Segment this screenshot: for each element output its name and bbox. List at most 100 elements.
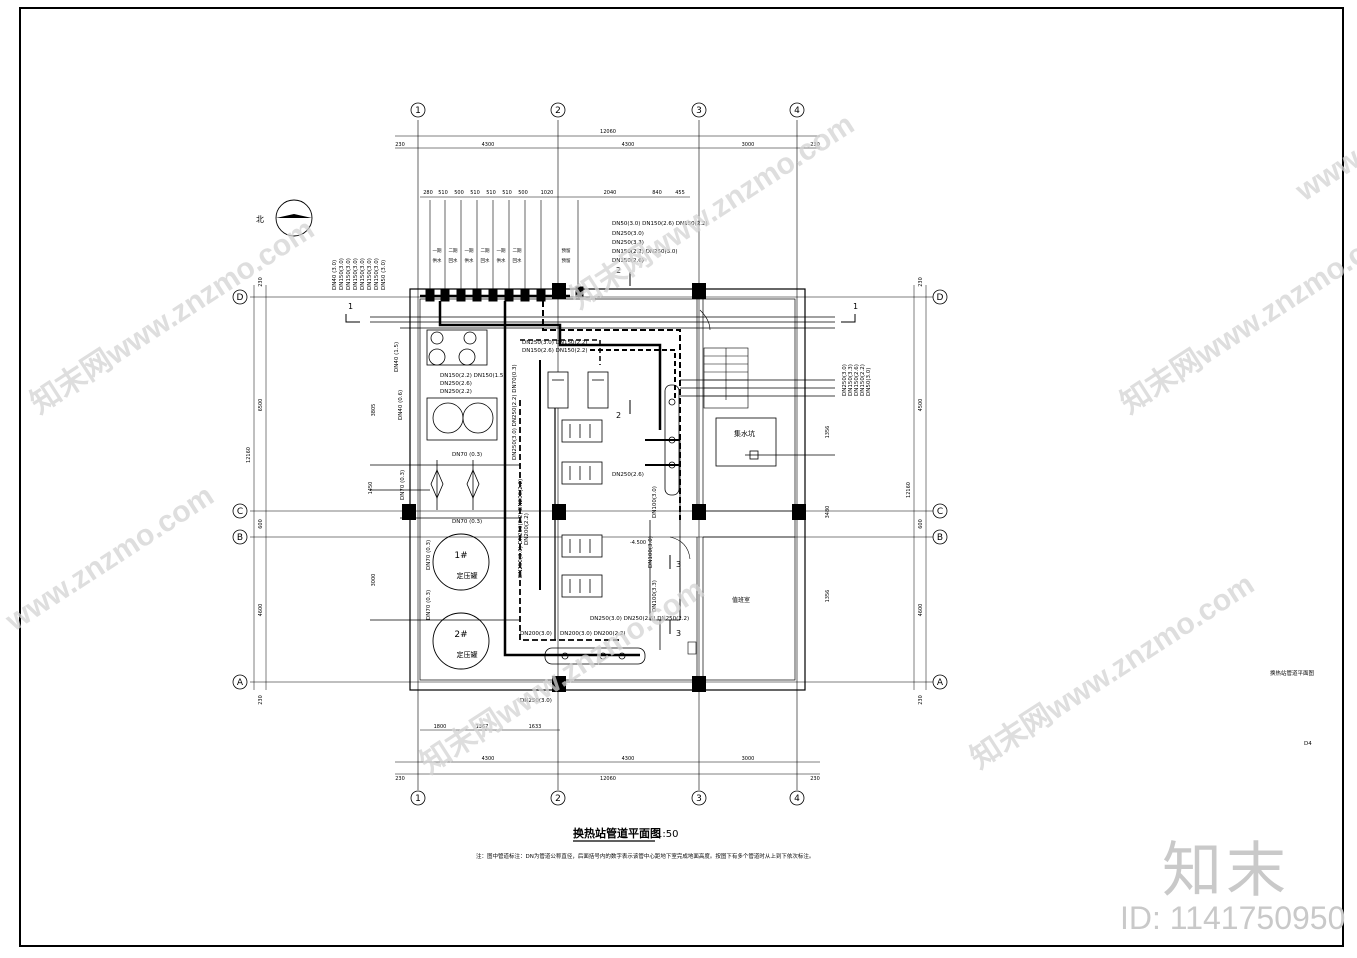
stair xyxy=(699,309,749,409)
drawing-note: 注：图中管道标注：DN为管道公称直径，后面括号内的数字表示该管中心距地下室完成地… xyxy=(476,852,814,860)
svg-text:1020: 1020 xyxy=(541,190,554,196)
svg-text:1356: 1356 xyxy=(825,426,831,439)
svg-text:DN250(3.0) DN250(2.2) DN200(2.: DN250(3.0) DN250(2.2) DN200(2.2) xyxy=(518,479,524,578)
svg-text:DN200(3.0): DN200(3.0) xyxy=(520,631,552,637)
pressure-tanks xyxy=(432,533,490,670)
svg-text:3000: 3000 xyxy=(371,574,377,587)
svg-text:1: 1 xyxy=(853,302,858,311)
grid-axes xyxy=(250,120,935,790)
svg-text:二期: 二期 xyxy=(513,248,522,254)
axis-col-label: 3 xyxy=(696,794,702,804)
svg-text:定压罐: 定压罐 xyxy=(457,571,478,580)
svg-text:DN150(2.2): DN150(2.2) xyxy=(860,364,866,396)
north-label: 北 xyxy=(256,215,264,224)
svg-text:12160: 12160 xyxy=(906,482,912,498)
svg-text:600: 600 xyxy=(258,519,264,529)
svg-text:DN150(3.0): DN150(3.0) xyxy=(339,258,345,290)
axis-row-label: D xyxy=(237,293,244,303)
svg-text:840: 840 xyxy=(652,190,662,196)
svg-text:定压罐: 定压罐 xyxy=(457,650,478,659)
svg-text:回水: 回水 xyxy=(513,257,522,264)
svg-text:DN250(3.0) DN150(2.2): DN250(3.0) DN150(2.2) xyxy=(522,340,588,346)
svg-text:600: 600 xyxy=(918,519,924,529)
sheet-border xyxy=(19,7,1344,947)
svg-text:510: 510 xyxy=(502,190,512,196)
svg-text:DN150(2.6): DN150(2.6) xyxy=(612,258,644,264)
resource-id: ID: 1141750950 xyxy=(1120,900,1346,936)
svg-text:12160: 12160 xyxy=(246,447,252,463)
svg-text:4300: 4300 xyxy=(622,142,635,148)
svg-text:4500: 4500 xyxy=(918,399,924,412)
svg-text:供水: 供水 xyxy=(433,257,442,264)
axis-row-label: D xyxy=(937,293,944,303)
svg-text:4300: 4300 xyxy=(482,142,495,148)
svg-text:230: 230 xyxy=(810,142,820,148)
svg-text:DN250(3.3): DN250(3.3) xyxy=(612,240,644,246)
dimension-lines xyxy=(253,135,927,775)
svg-text:DN70 (0.3): DN70 (0.3) xyxy=(426,540,432,570)
svg-text:供水: 供水 xyxy=(497,257,506,264)
svg-text:3480: 3480 xyxy=(825,506,831,519)
svg-text:DN250(3.0): DN250(3.0) xyxy=(612,231,644,237)
axis-bubbles xyxy=(232,102,948,806)
svg-text:4300: 4300 xyxy=(622,756,635,762)
svg-text:DN100(3.0): DN100(3.0) xyxy=(652,486,658,518)
axis-row-label: B xyxy=(237,533,243,543)
section-mark-labels: 1 1 2 2 3 3 xyxy=(348,266,858,638)
svg-text:DN70 (0.3): DN70 (0.3) xyxy=(400,470,406,500)
pumps xyxy=(547,371,609,598)
svg-text:DN250(2.6): DN250(2.6) xyxy=(612,472,644,478)
svg-text:DN250(3.0): DN250(3.0) xyxy=(842,364,848,396)
svg-text:DN70 (0.3): DN70 (0.3) xyxy=(452,452,482,458)
axis-row-label: A xyxy=(237,678,244,688)
svg-text:DN250(3.0): DN250(3.0) xyxy=(520,698,552,704)
svg-text:DN150(3.0): DN150(3.0) xyxy=(353,258,359,290)
svg-text:2040: 2040 xyxy=(604,190,617,196)
svg-text:DN100(3.3): DN100(3.3) xyxy=(652,580,658,612)
axis-row-label: C xyxy=(937,507,943,517)
axis-row-label: C xyxy=(237,507,243,517)
svg-text:一期: 一期 xyxy=(465,248,474,254)
svg-text:12060: 12060 xyxy=(600,776,616,782)
svg-text:一期: 一期 xyxy=(433,248,442,254)
drawing-title: 换热站管道平面图 xyxy=(573,826,661,840)
svg-text:4600: 4600 xyxy=(258,604,264,617)
svg-text:280: 280 xyxy=(423,190,433,196)
axis-row-label: B xyxy=(937,533,943,543)
svg-text:DN150(3.0): DN150(3.0) xyxy=(367,258,373,290)
tank-labels: 1# 定压罐 2# 定压罐 xyxy=(454,551,477,659)
svg-text:6500: 6500 xyxy=(258,399,264,412)
svg-text:4300: 4300 xyxy=(482,756,495,762)
svg-text:230: 230 xyxy=(258,695,264,705)
sump-pit xyxy=(715,417,777,467)
duty-room-label: 值班室 xyxy=(732,596,750,604)
distributor-vessels xyxy=(544,384,680,665)
heat-exchanger-units xyxy=(426,329,498,441)
north-arrow: 北 xyxy=(256,199,313,237)
svg-text:DN70 (0.3): DN70 (0.3) xyxy=(426,590,432,620)
svg-text:一期: 一期 xyxy=(497,248,506,254)
svg-text:3: 3 xyxy=(676,560,681,569)
svg-text:DN100(3.0): DN100(3.0) xyxy=(648,536,654,568)
svg-text:4600: 4600 xyxy=(918,604,924,617)
svg-text:DN50(3.0) DN150(2.6) DN150(2.2: DN50(3.0) DN150(2.6) DN150(2.2) xyxy=(612,221,708,227)
svg-text:230: 230 xyxy=(918,277,924,287)
sump-pit-label: 集水坑 xyxy=(734,429,755,438)
building-walls xyxy=(409,288,806,691)
svg-text:预留: 预留 xyxy=(562,257,571,264)
doors xyxy=(669,536,697,655)
side-code: D4 xyxy=(1304,741,1312,747)
section-marks xyxy=(345,272,856,634)
axis-col-label: 4 xyxy=(794,794,800,804)
svg-text:230: 230 xyxy=(395,142,405,148)
svg-text:DN70 (0.3): DN70 (0.3) xyxy=(452,519,482,525)
svg-text:3000: 3000 xyxy=(742,142,755,148)
svg-text:2#: 2# xyxy=(454,630,467,640)
svg-text:230: 230 xyxy=(395,776,405,782)
svg-text:DN150(3.0): DN150(3.0) xyxy=(374,258,380,290)
svg-text:DN150(2.2) DN150(1.5): DN150(2.2) DN150(1.5) xyxy=(440,373,506,379)
svg-text:DN40 (3.0): DN40 (3.0) xyxy=(332,260,338,290)
svg-text:DN40 (0.6): DN40 (0.6) xyxy=(398,390,404,420)
svg-text:12060: 12060 xyxy=(600,129,616,135)
svg-text:二期: 二期 xyxy=(481,248,490,254)
